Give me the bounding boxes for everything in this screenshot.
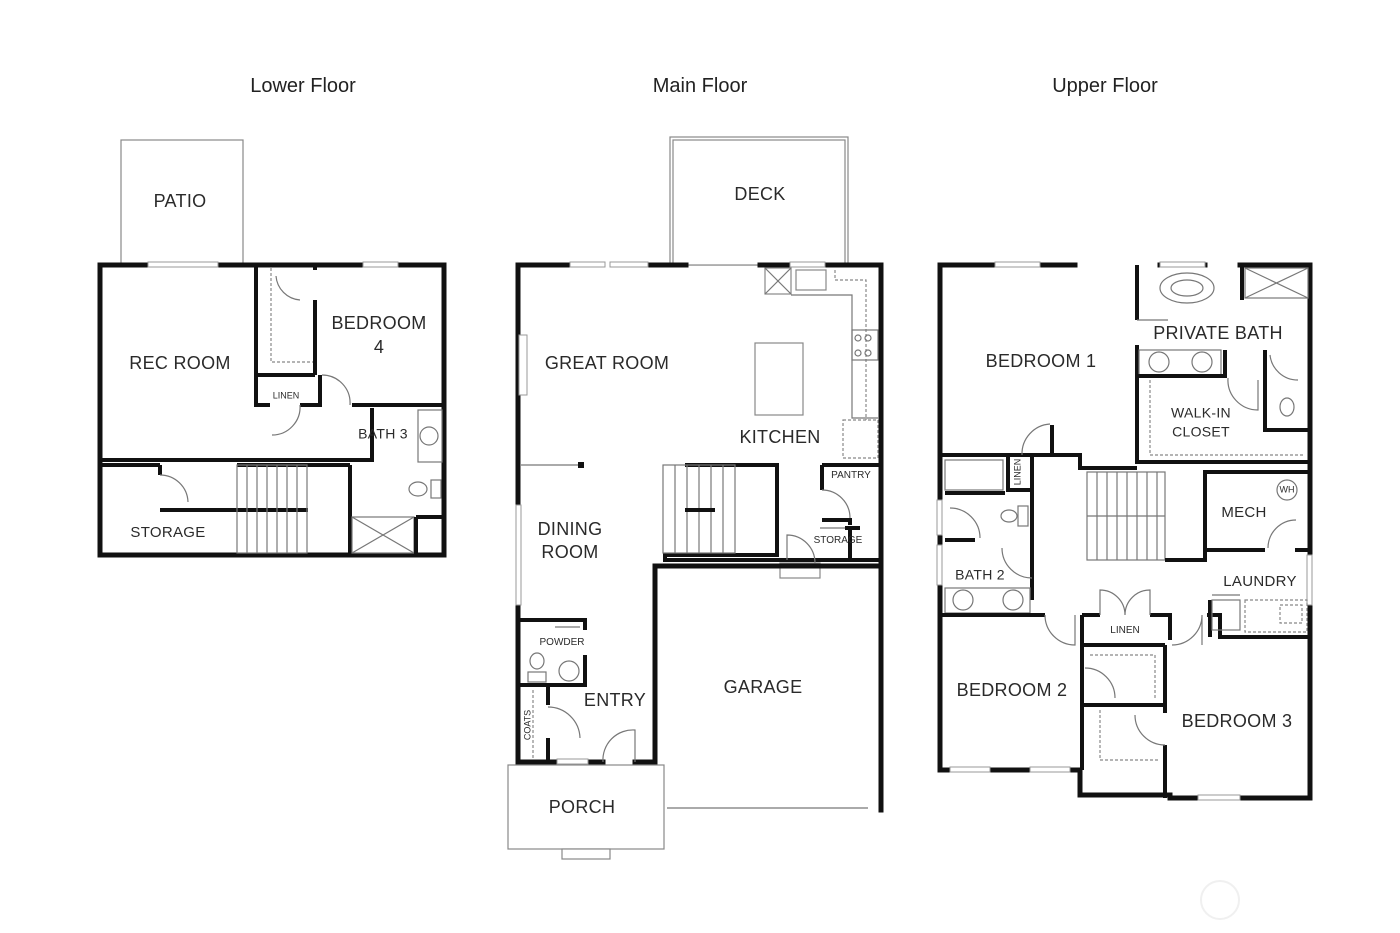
room-label-bedroom-4: BEDROOM bbox=[331, 313, 427, 334]
room-label-porch: PORCH bbox=[548, 797, 616, 818]
room-label-private-bath: PRIVATE BATH bbox=[1153, 323, 1283, 344]
room-label-bedroom-2: BEDROOM 2 bbox=[956, 680, 1068, 701]
upper-floor-title: Upper Floor bbox=[1052, 75, 1158, 97]
upper-stairs bbox=[1086, 471, 1166, 561]
room-label-rec-room: REC ROOM bbox=[129, 353, 231, 374]
room-label-walk-in: WALK-IN bbox=[1171, 404, 1231, 421]
room-label-upper-linen: LINEN bbox=[1110, 625, 1140, 636]
room-label-bath-2: BATH 2 bbox=[955, 566, 1005, 583]
watermark-logo-icon bbox=[1200, 880, 1240, 920]
main-stairs bbox=[662, 464, 736, 554]
room-label-coats: COATS bbox=[522, 709, 533, 741]
room-label-deck: DECK bbox=[734, 184, 786, 205]
room-label-dining-room: ROOM bbox=[541, 542, 599, 563]
room-label-bedroom-4-number: 4 bbox=[373, 337, 385, 358]
room-label-bath-3: BATH 3 bbox=[358, 425, 408, 442]
room-label-kitchen: KITCHEN bbox=[739, 427, 821, 448]
room-label-linen: LINEN bbox=[272, 390, 300, 401]
lower-floor-plan bbox=[97, 139, 447, 558]
lower-floor-title: Lower Floor bbox=[250, 75, 356, 97]
kitchen-island bbox=[754, 342, 804, 416]
main-floor-title: Main Floor bbox=[652, 75, 748, 97]
room-label-bedroom-1: BEDROOM 1 bbox=[985, 351, 1097, 372]
room-label-bedroom-3: BEDROOM 3 bbox=[1181, 711, 1293, 732]
room-label-entry: ENTRY bbox=[583, 690, 647, 711]
room-label-powder: POWDER bbox=[539, 637, 585, 648]
room-label-dining: DINING bbox=[537, 519, 603, 540]
room-label-patio: PATIO bbox=[153, 191, 207, 212]
room-label-upper-linen-vertical: LINEN bbox=[1012, 458, 1023, 486]
room-label-closet: CLOSET bbox=[1172, 423, 1230, 440]
room-label-storage: STORAGE bbox=[130, 524, 206, 541]
room-label-great-room: GREAT ROOM bbox=[544, 353, 670, 374]
patio-outline bbox=[120, 139, 244, 265]
upper-floor-plan bbox=[936, 261, 1313, 801]
room-label-main-storage: STORAGE bbox=[813, 535, 863, 546]
main-floor-plan bbox=[507, 136, 884, 860]
room-label-mech: MECH bbox=[1221, 504, 1267, 521]
room-label-garage: GARAGE bbox=[723, 677, 803, 698]
lower-stairs bbox=[236, 464, 308, 554]
room-label-pantry: PANTRY bbox=[831, 470, 871, 481]
porch-outline bbox=[507, 764, 665, 850]
room-label-laundry: LAUNDRY bbox=[1223, 573, 1297, 590]
water-heater-icon: WH bbox=[1279, 484, 1295, 495]
